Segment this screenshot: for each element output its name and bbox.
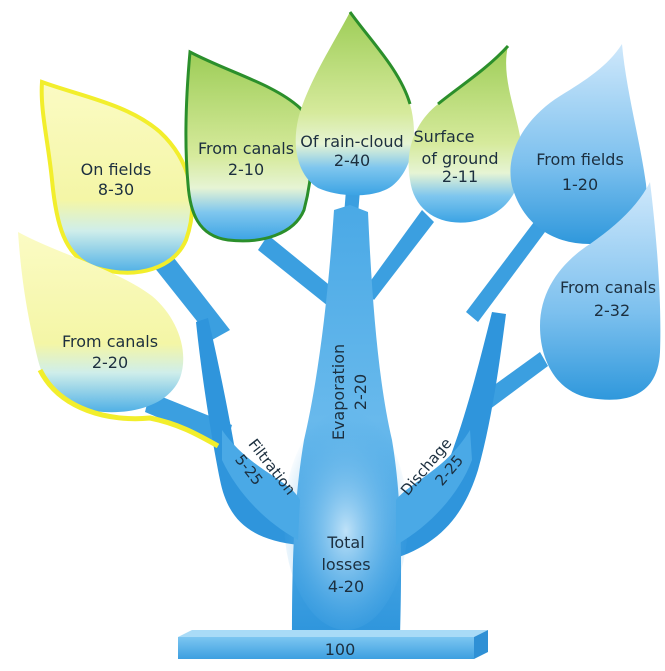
leaf-shape-on-fields: [39, 79, 195, 275]
trunk-highlight: [284, 410, 408, 630]
total-losses-line1: Total: [326, 533, 364, 552]
base-bar-top: [178, 630, 488, 637]
leaf-shape-surface-ground: [408, 46, 523, 223]
leaf-label-rain-cloud: Of rain-cloud: [300, 132, 403, 151]
leaf-shape-from-canals-left: [18, 232, 184, 413]
leaf-label-surface-ground: Surface: [414, 127, 475, 146]
leaf-edge-from-canals-left: [37, 368, 220, 449]
total-losses-value: 4-20: [328, 577, 364, 596]
twig-from-canals-left: [145, 392, 232, 446]
base-slab: 100: [178, 630, 488, 659]
twig-from-fields: [466, 222, 545, 322]
twig-on-fields: [150, 240, 230, 340]
evaporation-value: 2-20: [351, 374, 370, 410]
leaf-label2-surface-ground: of ground: [421, 149, 498, 168]
leaf-value-surface-ground: 2-11: [442, 167, 478, 186]
leaf-value-from-fields-blue: 1-20: [562, 175, 598, 194]
leaf-label-from-canals-right: From canals: [560, 278, 656, 297]
leaf-from-canals-left: From canals 2-20: [18, 232, 220, 449]
leaf-label-from-canals-left: From canals: [62, 332, 158, 351]
leaf-value-from-canals-left: 2-20: [92, 353, 128, 372]
twig-surface-ground: [364, 210, 434, 300]
leaf-shape-from-canals-green: [184, 49, 314, 243]
leaf-label-on-fields: On fields: [81, 160, 152, 179]
left-fork: [196, 318, 300, 545]
fork-join-left: [222, 430, 300, 540]
leaf-value-rain-cloud: 2-40: [334, 151, 370, 170]
leaf-value-from-canals-green: 2-10: [228, 160, 264, 179]
twigs: [145, 190, 548, 446]
leaf-from-canals-right: From canals 2-32: [540, 182, 661, 400]
base-bar-side: [474, 630, 488, 659]
leaf-edge-surface-ground: [437, 44, 510, 106]
leaf-edge-rain-cloud: [348, 11, 412, 105]
leaf-value-from-canals-right: 2-32: [594, 301, 630, 320]
leaf-label-from-canals-green: From canals: [198, 139, 294, 158]
leaf-rain-cloud: Of rain-cloud 2-40: [295, 11, 414, 196]
right-fork: [390, 312, 506, 560]
total-losses-line2: losses: [321, 555, 370, 574]
trunk-group: [196, 205, 506, 636]
leaf-surface-ground: Surface of ground 2-11: [408, 44, 523, 223]
leaf-on-fields: On fields 8-30: [39, 79, 195, 275]
leaf-label-from-fields-blue: From fields: [536, 150, 624, 169]
label-evaporation: Evaporation 2-20: [329, 344, 370, 440]
leaf-shape-from-fields-blue: [510, 44, 647, 244]
twig-from-canals-green: [258, 235, 338, 306]
base-value: 100: [325, 640, 356, 659]
fork-join-right: [396, 430, 472, 545]
base-bar: [178, 637, 474, 659]
leaf-from-canals-green: From canals 2-10: [184, 49, 314, 243]
evaporation-label: Evaporation: [329, 344, 348, 440]
leaf-value-on-fields: 8-30: [98, 180, 134, 199]
label-total-losses: Total losses 4-20: [321, 533, 370, 596]
leaf-from-fields-blue: From fields 1-20: [510, 44, 647, 244]
leaf-shape-from-canals-right: [540, 182, 661, 400]
